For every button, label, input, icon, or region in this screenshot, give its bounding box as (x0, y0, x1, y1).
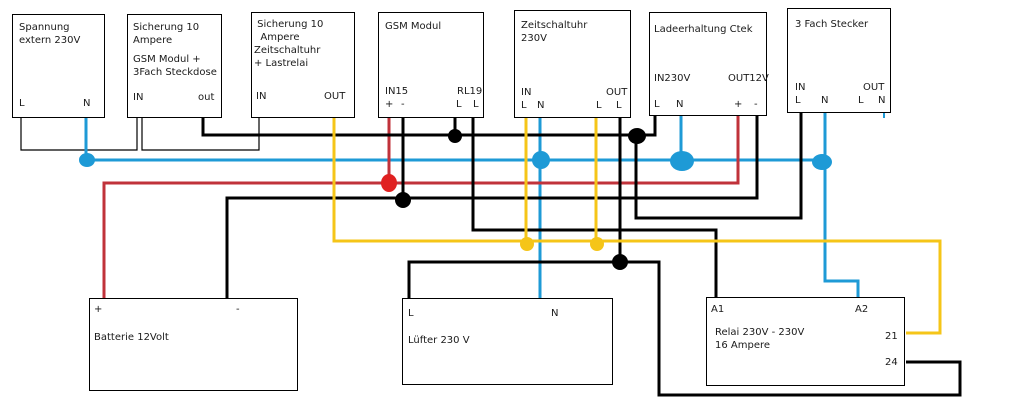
pin-sicherung1-in: IN (133, 92, 144, 103)
junction-neutral-lade (670, 151, 694, 171)
label-sicherung-gsm: Sicherung 10 Ampere (133, 22, 200, 46)
pin-lade-n: N (676, 99, 684, 110)
pin-gsm-rl-l2: L (473, 99, 479, 110)
wire-minus-bus (225, 116, 759, 298)
junction-switched-1 (520, 237, 534, 251)
pin-zeit-in-n: N (537, 100, 545, 111)
label-batterie: Batterie 12Volt (94, 332, 169, 343)
junction-phase-luefter (612, 254, 628, 270)
pin-lade-plus: + (734, 99, 743, 110)
label-stecker-out: OUT (863, 82, 885, 93)
box-3fach-stecker: 3 Fach Stecker IN OUT L N L N (787, 8, 891, 113)
pin-zeit-in-l: L (521, 100, 527, 111)
label-gsm-rl19: RL19 (457, 86, 483, 97)
pin-relai-21: 21 (885, 331, 898, 342)
pin-relai-a1: A1 (711, 304, 725, 315)
label-zeit-out: OUT (606, 87, 628, 98)
pin-luefter-l: L (408, 308, 414, 319)
pin-spannung-n: N (83, 98, 91, 109)
junction-phase-lade (628, 128, 646, 144)
box-luefter: L N Lüfter 230 V (402, 298, 613, 385)
wire-luefter-l (407, 260, 962, 397)
junction-neutral-stecker (812, 154, 832, 170)
label-gsm: GSM Modul (385, 21, 442, 32)
wire-neutral-stecker (823, 113, 860, 298)
label-stecker: 3 Fach Stecker (795, 19, 869, 30)
label-ladeerhaltung: Ladeerhaltung Ctek (654, 24, 753, 35)
pin-sicherung1-out: out (198, 92, 215, 103)
label-luefter: Lüfter 230 V (408, 335, 470, 346)
pin-zeit-out-l1: L (596, 100, 602, 111)
junction-switched-2 (590, 237, 604, 251)
label-sicherung-gsm-sub: GSM Modul + 3Fach Steckdose (133, 54, 217, 78)
box-spannung-extern: Spannung extern 230V L N (12, 14, 105, 118)
pin-gsm-rl-l1: L (456, 99, 462, 110)
label-sicherung-zeit: Sicherung 10 Ampere Zeitschaltuhr + Last… (254, 19, 324, 69)
box-relai: A1 A2 Relai 230V - 230V 16 Ampere 21 24 (706, 297, 905, 386)
pin-gsm-plus: + (385, 99, 394, 110)
box-ladeerhaltung: Ladeerhaltung Ctek IN230V OUT12V L N + - (649, 12, 769, 116)
wire-thin-spannung-l (20, 118, 138, 151)
junction-neutral-zeit (532, 151, 550, 169)
box-batterie: + - Batterie 12Volt (89, 298, 298, 391)
pin-sicherung2-out: OUT (324, 91, 346, 102)
pin-batterie-plus: + (94, 304, 103, 315)
pin-batterie-minus: - (236, 304, 240, 315)
pin-gsm-minus: - (401, 99, 405, 110)
pin-relai-24: 24 (885, 357, 898, 368)
wire-plus-12v (102, 116, 740, 298)
label-zeitschaltuhr: Zeitschaltuhr 230V (521, 20, 588, 44)
pin-stecker-out-n: N (878, 95, 886, 106)
pin-stecker-out-l: L (858, 95, 864, 106)
wire-sich2-out (332, 118, 942, 335)
wire-lade-l (634, 113, 803, 220)
pin-zeit-out-l2: L (616, 100, 622, 111)
junction-neutral-spannung (79, 153, 95, 167)
wire-sich1-out (201, 118, 636, 137)
pin-spannung-l: L (19, 98, 25, 109)
box-sicherung-gsm: Sicherung 10 Ampere GSM Modul + 3Fach St… (127, 14, 222, 118)
box-sicherung-zeit: Sicherung 10 Ampere Zeitschaltuhr + Last… (251, 12, 355, 118)
label-gsm-in15: IN15 (385, 86, 409, 97)
junction-phase-gsm-rl (448, 129, 462, 143)
pin-relai-a2: A2 (855, 304, 869, 315)
pin-lade-minus: - (754, 99, 758, 110)
label-lade-out: OUT12V (728, 73, 769, 84)
label-relai: Relai 230V - 230V 16 Ampere (715, 327, 805, 351)
box-gsm-modul: GSM Modul IN15 RL19 + - L L (378, 12, 484, 118)
label-zeit-in: IN (521, 87, 532, 98)
pin-sicherung2-in: IN (256, 91, 267, 102)
junction-minus-gsm (395, 192, 411, 208)
pin-stecker-in-l: L (795, 95, 801, 106)
pin-luefter-n: N (551, 308, 559, 319)
box-zeitschaltuhr: Zeitschaltuhr 230V IN OUT L N L L (514, 10, 631, 118)
label-spannung: Spannung extern 230V (19, 22, 81, 46)
label-stecker-in: IN (795, 82, 806, 93)
junction-plus-gsm (381, 174, 397, 192)
label-lade-in: IN230V (654, 73, 691, 84)
pin-lade-l: L (654, 99, 660, 110)
pin-stecker-in-n: N (821, 95, 829, 106)
